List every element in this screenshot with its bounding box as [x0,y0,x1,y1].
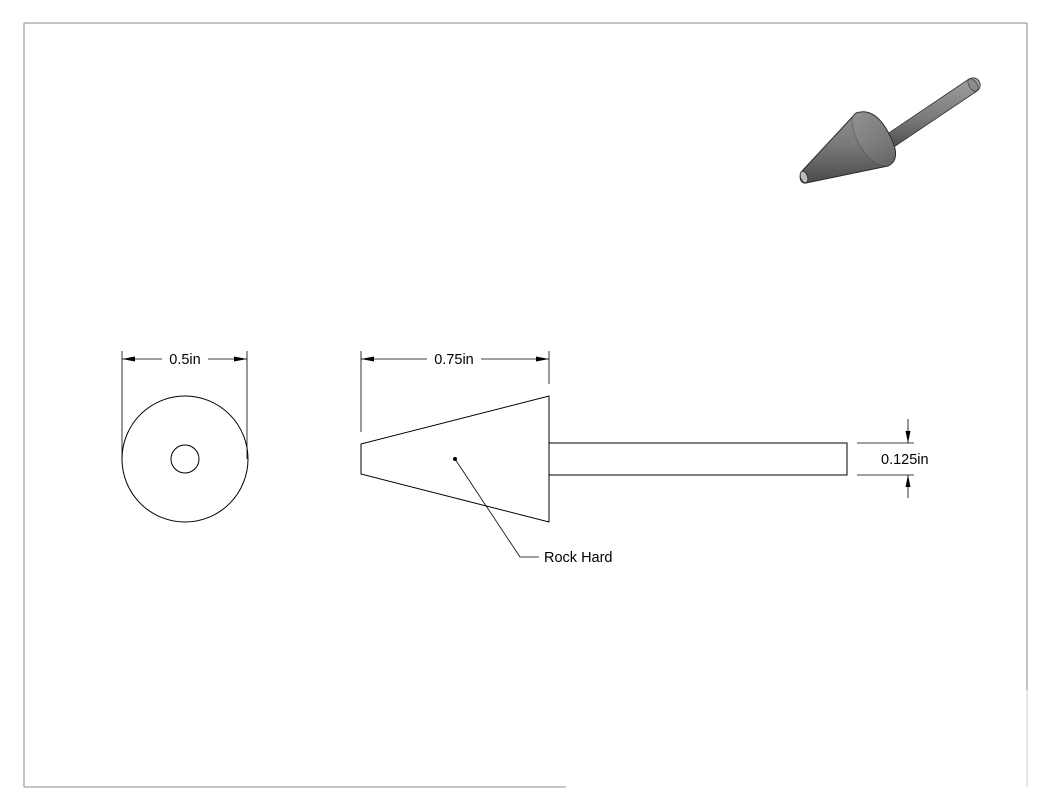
cone-tip-3d [799,170,809,184]
shank-outline [548,442,848,476]
length-dimension-label: 0.75in [434,352,474,368]
length-dimension: 0.75in [360,351,550,432]
material-callout-label: Rock Hard [544,550,613,566]
shank-dimension-label: 0.125in [881,452,929,468]
end-view-bore-circle [170,444,200,474]
dim-arrow-down [905,431,911,443]
shank-dimension: 0.125in [857,419,929,498]
shaft-end-3d [967,78,979,92]
dim-arrow-up [905,475,911,487]
dim-arrow-left [361,356,374,362]
diameter-dimension-label: 0.5in [169,352,200,368]
end-view-outer-circle [121,395,249,523]
side-view [360,395,848,523]
sheet-border [23,22,1028,788]
dim-arrow-right [536,356,549,362]
isometric-3d-view [799,77,981,184]
cone-base-3d [851,111,896,167]
material-callout: Rock Hard [453,457,613,566]
end-view [121,395,249,523]
leader-line [454,458,539,558]
dim-arrow-right [234,356,247,362]
cone-head-outline [360,395,550,523]
diameter-dimension: 0.5in [121,351,248,459]
dim-arrow-left [122,356,135,362]
